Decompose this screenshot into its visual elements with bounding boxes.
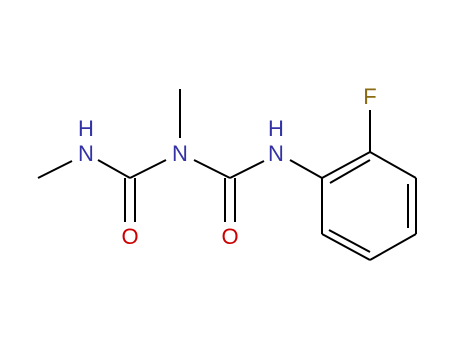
bond-n-right-ring — [289, 159, 323, 179]
ring-bond-2 — [369, 151, 417, 179]
atom-fluorine: F — [363, 84, 376, 109]
atom-n-center: N — [172, 141, 188, 166]
bond-carbonyl-left-n-center — [129, 159, 167, 179]
ring-bond-4 — [369, 233, 417, 261]
bond-methyl-n-left — [37, 160, 73, 179]
ring-inner-bond-c — [328, 229, 371, 253]
bond-carbonyl-right-n-right — [229, 160, 265, 179]
ring-inner-bond-a — [329, 159, 371, 184]
bond-n-center-carbonyl-right — [193, 159, 231, 179]
ring-bond-1 — [321, 151, 371, 179]
atom-n-right: N — [268, 141, 284, 166]
bonds — [37, 89, 417, 261]
atom-labels: H N O N O H N F — [78, 84, 377, 249]
atom-nh-left-h: H — [78, 116, 94, 141]
bond-n-left-carbonyl-left — [97, 159, 131, 179]
atom-nh-right-h: H — [268, 116, 284, 141]
atom-o-left: O — [121, 224, 138, 249]
atom-n-left: N — [78, 141, 94, 166]
ring-bond-5 — [321, 233, 371, 261]
atom-o-right: O — [221, 224, 238, 249]
